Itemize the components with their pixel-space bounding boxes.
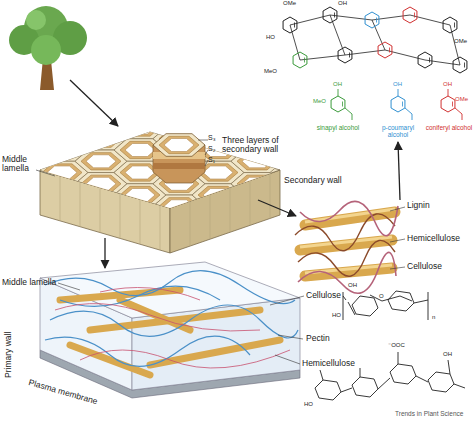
- atom-label: HO: [332, 312, 341, 319]
- microfibril-bundle: [295, 201, 405, 293]
- monomer-label: coniferyl alcohol: [425, 124, 473, 131]
- leader-line: [58, 283, 304, 364]
- wall-layer-tower: [153, 134, 205, 183]
- atom-label: OH: [348, 282, 357, 289]
- lignin-strand: [298, 252, 396, 293]
- watermark: Trends in Plant Science: [395, 410, 463, 417]
- leader-line: [390, 207, 405, 269]
- atom-label: OMe: [455, 96, 468, 103]
- part-label: Middle lamella: [2, 278, 56, 287]
- part-label: Cellulose: [306, 291, 341, 300]
- part-label: Hemicellulose: [302, 359, 355, 368]
- atom-label: HO: [304, 401, 313, 408]
- tree-icon: [9, 6, 87, 90]
- atom-label: MeO: [313, 98, 326, 105]
- atom-label: OH: [393, 81, 402, 88]
- hemicellulose-strand: [298, 240, 395, 276]
- layer-label: S₂: [208, 145, 215, 153]
- part-label: Hemicellulose: [407, 234, 460, 243]
- fibril-highlight: [300, 237, 392, 247]
- cellulose-structure: [343, 291, 428, 320]
- layer-label: S₃: [208, 134, 216, 142]
- tree-canopy: [26, 10, 46, 30]
- hexagon-cells: [36, 116, 283, 217]
- atom-label: ⁻OOC: [388, 342, 405, 349]
- atom-label: n: [432, 314, 435, 321]
- part-label: Plasma membrane: [27, 378, 98, 407]
- hemicellulose-strands: [55, 288, 290, 369]
- atom-label: O: [379, 293, 384, 300]
- atom-label: OMe: [454, 38, 467, 45]
- leader-line: [198, 140, 208, 166]
- primary-wall-block: [40, 262, 304, 398]
- monomer-label: p-coumaryl alcohol: [374, 124, 422, 138]
- monolignol-structures: [331, 89, 462, 120]
- atom-label: OMe: [283, 0, 296, 7]
- atom-label: OH: [443, 81, 452, 88]
- leader-line: [36, 170, 55, 176]
- lignin-strand: [300, 201, 398, 235]
- monomer-label: sinapyl alcohol: [316, 124, 360, 131]
- lignin-structure: [283, 7, 467, 73]
- pectin-strands: [45, 271, 298, 367]
- part-label: Middle lamella: [2, 155, 36, 174]
- tree-canopy: [31, 35, 61, 65]
- atom-label: HO: [266, 34, 275, 41]
- part-label: Primary wall: [4, 332, 13, 378]
- layer-label: S₁: [208, 156, 215, 164]
- atom-label: MeO: [264, 68, 277, 75]
- part-label: Cellulose: [407, 262, 442, 271]
- part-label: Secondary wall: [284, 176, 342, 185]
- zoom-arrow: [70, 80, 118, 126]
- part-label: Lignin: [407, 201, 430, 210]
- fibril-highlight: [305, 209, 395, 222]
- atom-label: OH: [443, 351, 452, 358]
- cellulose-fibrils: [60, 290, 280, 375]
- atom-label: OH: [338, 0, 347, 7]
- zoom-arrow: [104, 238, 105, 268]
- zoom-arrow: [258, 200, 296, 216]
- part-label: Pectin: [306, 334, 330, 343]
- zoom-arrow: [398, 142, 400, 200]
- part-label: Three layers of secondary wall: [222, 136, 296, 155]
- atom-label: OH: [333, 81, 342, 88]
